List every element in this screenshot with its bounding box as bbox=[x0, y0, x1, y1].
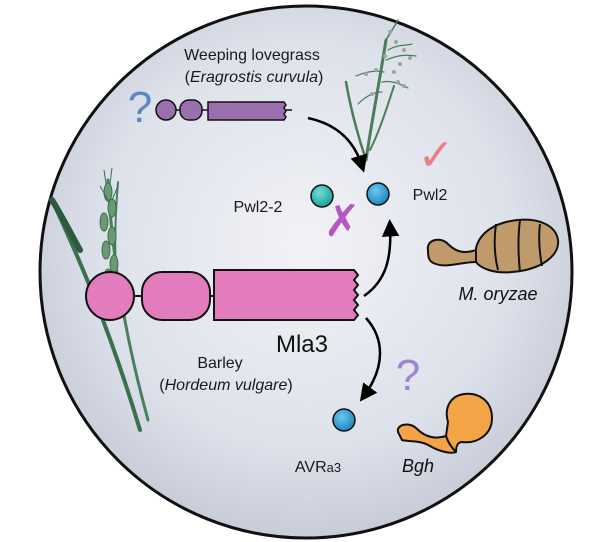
bgh-question-mark: ? bbox=[396, 351, 420, 400]
lovegrass-receptor-protein bbox=[155, 99, 292, 121]
check-mark: ✓ bbox=[418, 131, 455, 180]
magnaporthe-spore-icon bbox=[426, 218, 560, 274]
lovegrass-name: Weeping lovegrass bbox=[184, 47, 320, 64]
mla3-to-avra3-arrow bbox=[359, 317, 382, 402]
magnaporthe-label: M. oryzae bbox=[458, 284, 537, 304]
avra3-effector bbox=[332, 408, 356, 432]
avra3-label: AVRa3 bbox=[295, 459, 341, 476]
barley-ear-icon bbox=[99, 167, 119, 288]
mla3-receptor-protein bbox=[85, 269, 360, 321]
lovegrass-species: (Eragrostis curvula) bbox=[185, 69, 324, 86]
cross-mark: ✗ bbox=[324, 197, 361, 246]
barley-name: Barley bbox=[197, 355, 242, 372]
mla3-to-pwl2-arrow bbox=[363, 219, 400, 298]
bgh-label: Bgh bbox=[402, 456, 434, 476]
pwl2-2-label: Pwl2-2 bbox=[234, 199, 283, 216]
mla3-label: Mla3 bbox=[276, 331, 328, 358]
lovegrass-to-pwl2-arrow bbox=[307, 116, 368, 173]
pwl2-2-effector bbox=[310, 184, 334, 208]
barley-species: (Hordeum vulgare) bbox=[159, 377, 292, 394]
lovegrass-seeds-icon bbox=[364, 30, 412, 96]
lovegrass-question-mark: ? bbox=[128, 83, 152, 132]
pwl2-label: Pwl2 bbox=[413, 187, 448, 204]
pwl2-effector bbox=[366, 182, 390, 206]
bgh-spore-icon bbox=[396, 392, 494, 454]
